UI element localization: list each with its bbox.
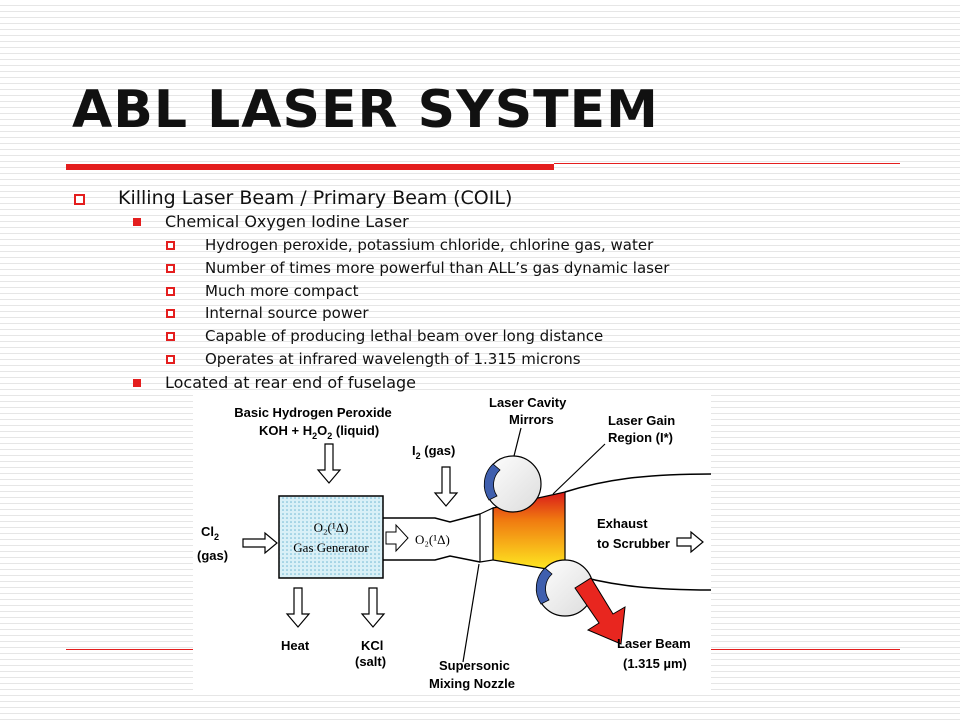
bullet-level-2: Located at rear end of fuselage (165, 373, 417, 392)
cavity-pointer-line (512, 427, 522, 461)
hollow-square-bullet-icon (166, 264, 175, 273)
bullet-level-3: Internal source power (205, 304, 369, 322)
hollow-square-bullet-icon (166, 309, 175, 318)
wavelength-label: (1.315 µm) (623, 656, 687, 671)
generator-o2-label: O₂(¹Δ) (314, 520, 349, 535)
top-mirror-coating (483, 463, 501, 501)
exhaust-label: Exhaust (597, 516, 648, 531)
iodine-gas-label: I2 (gas) (412, 443, 455, 461)
hollow-square-bullet-icon (166, 241, 175, 250)
solid-square-bullet-icon (133, 218, 141, 226)
nozzle-throat (479, 507, 494, 563)
generator-label: Gas Generator (293, 540, 369, 555)
bullet-level-1: Killing Laser Beam / Primary Beam (COIL) (118, 187, 513, 209)
chlorine-right-arrow-icon (242, 531, 278, 555)
coil-laser-diagram: Basic Hydrogen Peroxide KOH + H2O2 (liqu… (193, 392, 712, 694)
bullet-level-3: Number of times more powerful than ALL’s… (205, 259, 670, 277)
kcl-label: KCl (361, 638, 383, 653)
exhaust-right-arrow-icon (676, 530, 704, 554)
iodine-down-arrow-icon (433, 466, 459, 507)
supersonic-label-2: Mixing Nozzle (429, 676, 515, 691)
bullet-level-2: Chemical Oxygen Iodine Laser (165, 212, 409, 231)
kcl-down-arrow-icon (360, 587, 386, 628)
solid-square-bullet-icon (133, 379, 141, 387)
chlorine-label: Cl2 (201, 524, 219, 542)
o2-singlet-label: O₂(¹Δ) (415, 532, 450, 547)
laser-cavity-label-2: Mirrors (509, 412, 554, 427)
laser-beam-label: Laser Beam (617, 636, 691, 651)
hollow-square-bullet-icon (74, 194, 85, 205)
nozzle-pointer-line (462, 563, 480, 663)
title-underline (66, 164, 554, 170)
gas-generator-box (278, 495, 384, 579)
hollow-square-bullet-icon (166, 332, 175, 341)
laser-gain-label-2: Region (I*) (608, 430, 673, 445)
duct-top-line (383, 513, 481, 523)
bullet-level-3: Much more compact (205, 282, 359, 300)
exhaust-top-line (564, 473, 712, 493)
bullet-level-3: Capable of producing lethal beam over lo… (205, 327, 604, 345)
slide-title: ABL LASER SYSTEM (72, 80, 659, 140)
chlorine-gas-label: (gas) (197, 548, 228, 563)
bullet-level-3: Hydrogen peroxide, potassium chloride, c… (205, 236, 654, 254)
flow-arrow-icon (385, 523, 409, 553)
heat-down-arrow-icon (285, 587, 311, 628)
bottom-mirror-coating (535, 567, 553, 605)
supersonic-label: Supersonic (439, 658, 510, 673)
coil-diagram-svg: Basic Hydrogen Peroxide KOH + H2O2 (liqu… (197, 395, 712, 691)
laser-gain-label: Laser Gain (608, 413, 675, 428)
heat-label: Heat (281, 638, 310, 653)
salt-label: (salt) (355, 654, 386, 669)
title-rule (554, 163, 900, 164)
koh-formula-label: KOH + H2O2 (liquid) (259, 423, 379, 441)
basic-peroxide-label: Basic Hydrogen Peroxide (234, 405, 392, 420)
gain-pointer-line (552, 443, 606, 495)
exhaust-label-2: to Scrubber (597, 536, 670, 551)
hollow-square-bullet-icon (166, 287, 175, 296)
peroxide-down-arrow-icon (316, 443, 342, 484)
laser-beam-arrow-icon (574, 577, 626, 645)
bullet-level-3: Operates at infrared wavelength of 1.315… (205, 350, 581, 368)
hollow-square-bullet-icon (166, 355, 175, 364)
duct-bottom-line (383, 555, 481, 563)
laser-cavity-label: Laser Cavity (489, 395, 567, 410)
